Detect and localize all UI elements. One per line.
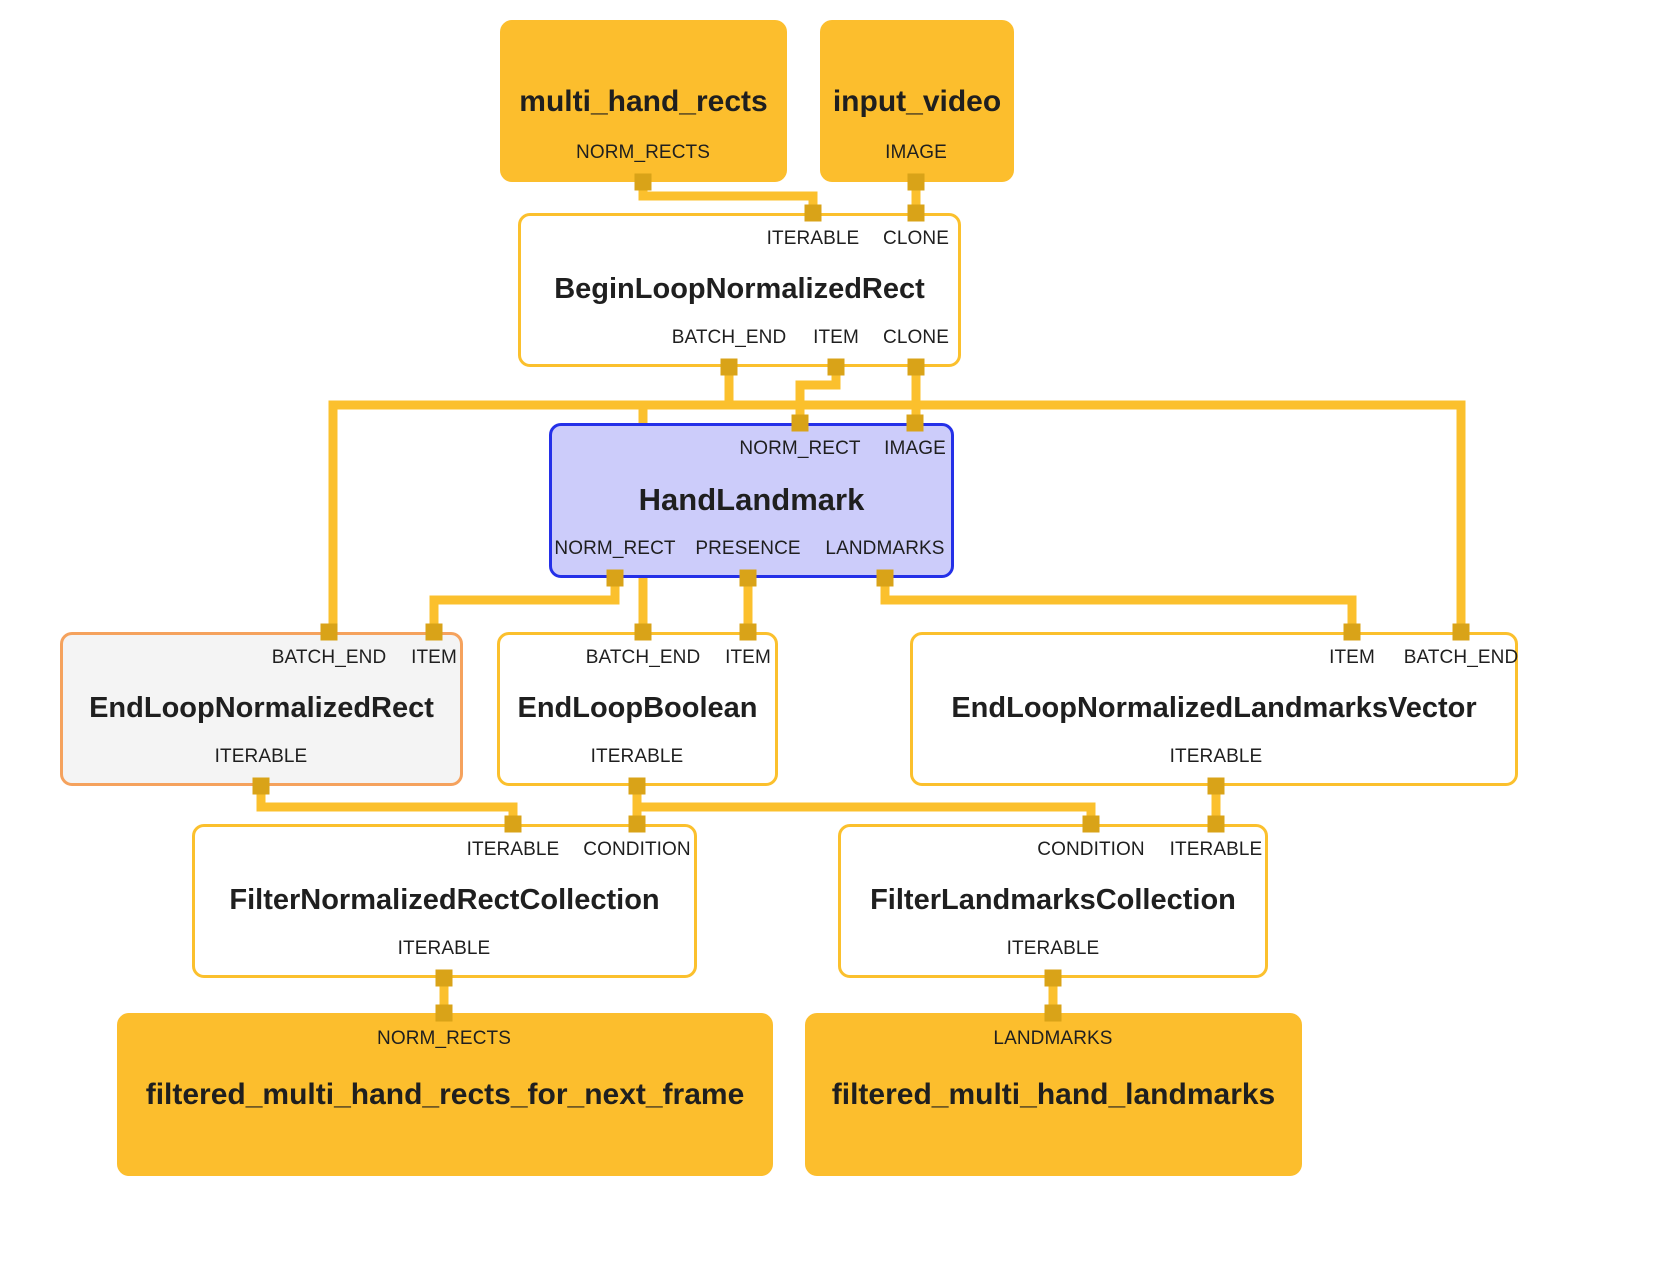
output-port-iterable[interactable] (1207, 777, 1225, 795)
output-port-iterable[interactable] (252, 777, 270, 795)
graph-node-EndLoopNormalizedRect[interactable]: EndLoopNormalizedRect (60, 632, 463, 786)
input-port-label-batch_end: BATCH_END (271, 647, 387, 668)
output-port-norm_rects[interactable] (634, 173, 652, 191)
node-title: multi_hand_rects (519, 84, 768, 118)
input-port-label-iterable: ITERABLE (1169, 839, 1263, 860)
output-port-label-norm_rects: NORM_RECTS (575, 142, 711, 163)
output-port-label-presence: PRESENCE (695, 538, 801, 559)
input-port-label-clone: CLONE (883, 228, 949, 249)
node-title: FilterNormalizedRectCollection (229, 884, 660, 917)
input-port-norm_rect[interactable] (791, 414, 809, 432)
input-port-batch_end[interactable] (1452, 623, 1470, 641)
graph-node-HandLandmark[interactable]: HandLandmark (549, 423, 954, 578)
graph-node-input_video[interactable]: input_video (820, 20, 1014, 182)
output-port-label-iterable: ITERABLE (1169, 746, 1263, 767)
input-port-condition[interactable] (1082, 815, 1100, 833)
output-port-iterable[interactable] (435, 969, 453, 987)
input-port-label-landmarks: LANDMARKS (993, 1028, 1113, 1049)
edge-wire (638, 182, 818, 213)
output-port-landmarks[interactable] (876, 569, 894, 587)
input-port-label-item: ITEM (725, 647, 771, 668)
graph-node-EndLoopNormalizedLandmarksVector[interactable]: EndLoopNormalizedLandmarksVector (910, 632, 1518, 786)
output-port-clone[interactable] (907, 358, 925, 376)
input-port-label-batch_end: BATCH_END (585, 647, 701, 668)
edge-wire (880, 578, 1357, 632)
output-port-iterable[interactable] (628, 777, 646, 795)
input-port-condition[interactable] (628, 815, 646, 833)
output-port-iterable[interactable] (1044, 969, 1062, 987)
output-port-label-norm_rect: NORM_RECT (554, 538, 676, 559)
graph-node-EndLoopBoolean[interactable]: EndLoopBoolean (497, 632, 778, 786)
output-port-label-batch_end: BATCH_END (671, 327, 787, 348)
node-title: FilterLandmarksCollection (870, 884, 1236, 917)
input-port-image[interactable] (906, 414, 924, 432)
input-port-label-condition: CONDITION (583, 839, 691, 860)
output-port-label-iterable: ITERABLE (1006, 938, 1100, 959)
input-port-iterable[interactable] (804, 204, 822, 222)
input-port-batch_end[interactable] (634, 623, 652, 641)
output-port-image[interactable] (907, 173, 925, 191)
output-port-label-image: IMAGE (885, 142, 947, 163)
node-title: EndLoopBoolean (517, 692, 758, 725)
input-port-iterable[interactable] (504, 815, 522, 833)
output-port-label-landmarks: LANDMARKS (825, 538, 945, 559)
input-port-label-item: ITEM (1329, 647, 1375, 668)
output-port-label-iterable: ITERABLE (214, 746, 308, 767)
output-port-label-item: ITEM (813, 327, 859, 348)
input-port-clone[interactable] (907, 204, 925, 222)
input-port-label-norm_rect: NORM_RECT (739, 438, 861, 459)
output-port-norm_rect[interactable] (606, 569, 624, 587)
graph-node-BeginLoopNormalizedRect[interactable]: BeginLoopNormalizedRect (518, 213, 961, 367)
input-port-label-iterable: ITERABLE (766, 228, 860, 249)
edge-wire (637, 802, 1096, 824)
node-title: filtered_multi_hand_landmarks (831, 1078, 1276, 1111)
node-title: EndLoopNormalizedLandmarksVector (951, 692, 1477, 725)
input-port-iterable[interactable] (1207, 815, 1225, 833)
node-title: BeginLoopNormalizedRect (554, 273, 925, 306)
input-port-landmarks[interactable] (1044, 1004, 1062, 1022)
node-title: HandLandmark (638, 482, 865, 518)
input-port-batch_end[interactable] (320, 623, 338, 641)
graph-node-filtered_multi_hand_landmarks[interactable]: filtered_multi_hand_landmarks (805, 1013, 1302, 1176)
input-port-label-item: ITEM (411, 647, 457, 668)
input-port-label-condition: CONDITION (1037, 839, 1145, 860)
input-port-label-batch_end: BATCH_END (1403, 647, 1519, 668)
node-title: EndLoopNormalizedRect (89, 692, 434, 725)
input-port-item[interactable] (1343, 623, 1361, 641)
output-port-label-clone: CLONE (883, 327, 949, 348)
input-port-item[interactable] (739, 623, 757, 641)
output-port-batch_end[interactable] (720, 358, 738, 376)
output-port-label-iterable: ITERABLE (590, 746, 684, 767)
input-port-label-iterable: ITERABLE (466, 839, 560, 860)
input-port-label-image: IMAGE (884, 438, 946, 459)
node-title: input_video (832, 84, 1002, 118)
graph-node-filtered_multi_hand_rects_for_next_frame[interactable]: filtered_multi_hand_rects_for_next_frame (117, 1013, 773, 1176)
node-title: filtered_multi_hand_rects_for_next_frame (145, 1078, 745, 1111)
edge-wire (256, 786, 518, 824)
edge-wire (429, 578, 620, 632)
graph-node-FilterNormalizedRectCollection[interactable]: FilterNormalizedRectCollection (192, 824, 697, 978)
output-port-presence[interactable] (739, 569, 757, 587)
input-port-label-norm_rects: NORM_RECTS (376, 1028, 512, 1049)
graph-node-multi_hand_rects[interactable]: multi_hand_rects (500, 20, 787, 182)
graph-node-FilterLandmarksCollection[interactable]: FilterLandmarksCollection (838, 824, 1268, 978)
input-port-item[interactable] (425, 623, 443, 641)
output-port-item[interactable] (827, 358, 845, 376)
output-port-label-iterable: ITERABLE (397, 938, 491, 959)
input-port-norm_rects[interactable] (435, 1004, 453, 1022)
